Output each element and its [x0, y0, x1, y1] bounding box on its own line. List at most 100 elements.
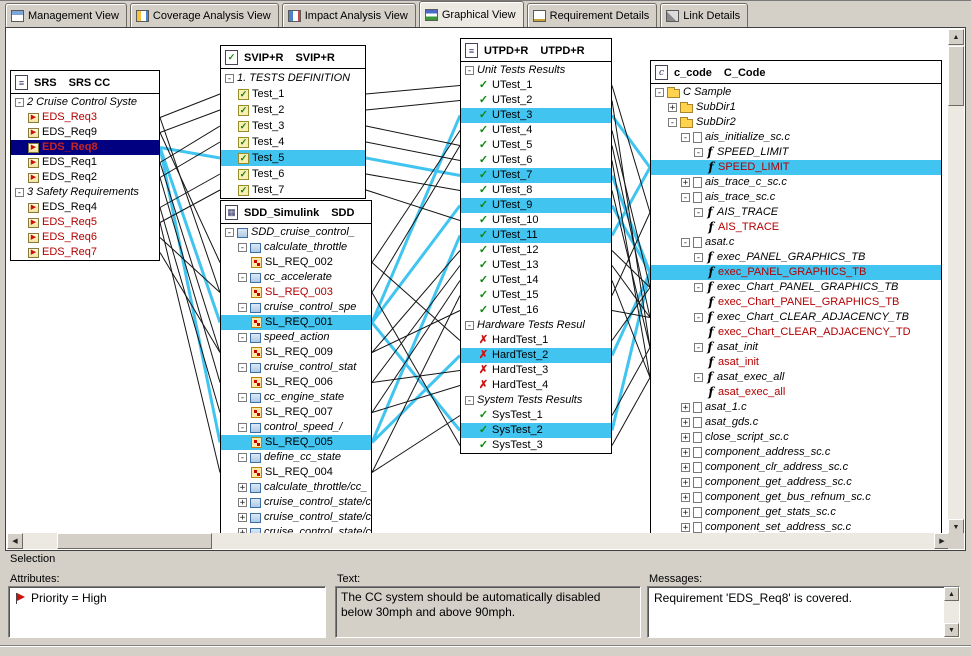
scroll-up-button[interactable]: ▲	[948, 29, 964, 45]
collapse-icon[interactable]: -	[225, 228, 234, 238]
tree-item[interactable]: +cruise_control_state/c	[221, 495, 371, 510]
tree-item[interactable]: ✓UTest_6	[461, 153, 611, 168]
tree-item[interactable]: ✓Test_4	[221, 134, 365, 150]
scroll-up-button[interactable]: ▲	[944, 587, 959, 601]
expand-icon[interactable]: +	[681, 178, 690, 188]
tree-item[interactable]: +ais_trace_c_sc.c	[651, 175, 941, 190]
collapse-icon[interactable]: -	[238, 273, 247, 283]
tree-item[interactable]: -ais_trace_sc.c	[651, 190, 941, 205]
collapse-icon[interactable]: -	[694, 373, 703, 383]
expand-icon[interactable]: +	[238, 513, 247, 523]
collapse-icon[interactable]: -	[694, 343, 703, 353]
tree-item[interactable]: ✓Test_7	[221, 182, 365, 198]
tree-item[interactable]: ▶EDS_Req2	[11, 170, 159, 185]
panel-sdd-header[interactable]: SDD_Simulink SDD	[221, 201, 371, 224]
collapse-icon[interactable]: -	[694, 283, 703, 293]
tree-item[interactable]: -cruise_control_stat	[221, 360, 371, 375]
panel-svip-header[interactable]: SVIP+R SVIP+R	[221, 46, 365, 69]
tree-item[interactable]: -SubDir2	[651, 115, 941, 130]
tree-item[interactable]: ✓Test_6	[221, 166, 365, 182]
collapse-icon[interactable]: -	[465, 321, 474, 331]
collapse-icon[interactable]: -	[15, 98, 24, 108]
tree-item[interactable]: ✓UTest_12	[461, 243, 611, 258]
tree-item[interactable]: ▶EDS_Req6	[11, 230, 159, 245]
tree-item[interactable]: SL_REQ_007	[221, 405, 371, 420]
tree-item[interactable]: ✓Test_3	[221, 118, 365, 134]
tree-item[interactable]: -cc_engine_state	[221, 390, 371, 405]
tree-item[interactable]: ▶EDS_Req7	[11, 245, 159, 260]
tree-item[interactable]: SL_REQ_004	[221, 465, 371, 480]
tree-item[interactable]: SL_REQ_001	[221, 315, 371, 330]
expand-icon[interactable]: +	[681, 523, 690, 533]
tree-item[interactable]: -cc_accelerate	[221, 270, 371, 285]
tree-item[interactable]: +component_get_bus_refnum_sc.c	[651, 490, 941, 505]
tab-impact-analysis-view[interactable]: Impact Analysis View	[281, 3, 416, 27]
tree-item[interactable]: +asat_gds.c	[651, 415, 941, 430]
collapse-icon[interactable]: -	[238, 453, 247, 463]
tree-item[interactable]: ✓UTest_2	[461, 93, 611, 108]
collapse-icon[interactable]: -	[694, 148, 703, 158]
collapse-icon[interactable]: -	[238, 423, 247, 433]
vertical-scroll-thumb[interactable]	[948, 46, 964, 106]
tree-item[interactable]: +component_get_stats_sc.c	[651, 505, 941, 520]
tree-item[interactable]: ▶EDS_Req4	[11, 200, 159, 215]
collapse-icon[interactable]: -	[655, 88, 664, 98]
tree-item[interactable]: ✓UTest_16	[461, 303, 611, 318]
tab-requirement-details[interactable]: Requirement Details	[526, 3, 658, 27]
tree-item[interactable]: -speed_action	[221, 330, 371, 345]
scroll-left-button[interactable]: ◀	[7, 533, 23, 549]
tree-item[interactable]: +calculate_throttle/cc_	[221, 480, 371, 495]
expand-icon[interactable]: +	[238, 498, 247, 508]
tree-item[interactable]: ✓UTest_4	[461, 123, 611, 138]
messages-scrollbar[interactable]: ▲ ▼	[944, 587, 959, 637]
collapse-icon[interactable]: -	[238, 243, 247, 253]
tree-item[interactable]: +component_clr_address_sc.c	[651, 460, 941, 475]
tree-item[interactable]: ✓Test_2	[221, 102, 365, 118]
collapse-icon[interactable]: -	[238, 303, 247, 313]
tree-item[interactable]: +close_script_sc.c	[651, 430, 941, 445]
tree-item[interactable]: SL_REQ_002	[221, 255, 371, 270]
expand-icon[interactable]: +	[238, 483, 247, 493]
expand-icon[interactable]: +	[681, 493, 690, 503]
tree-item[interactable]: -3 Safety Requirements	[11, 185, 159, 200]
tree-item[interactable]: ▶EDS_Req1	[11, 155, 159, 170]
collapse-icon[interactable]: -	[465, 66, 474, 76]
panel-utpd-header[interactable]: UTPD+R UTPD+R	[461, 39, 611, 62]
tab-graphical-view[interactable]: Graphical View	[418, 1, 524, 27]
tree-item[interactable]: ✗HardTest_3	[461, 363, 611, 378]
tree-item[interactable]: ✓UTest_13	[461, 258, 611, 273]
attribute-item[interactable]: Priority = High	[9, 587, 325, 609]
tree-item[interactable]: ✓UTest_10	[461, 213, 611, 228]
tree-item[interactable]: SL_REQ_003	[221, 285, 371, 300]
tree-item[interactable]: ✓UTest_14	[461, 273, 611, 288]
collapse-icon[interactable]: -	[465, 396, 474, 406]
tree-item[interactable]: ✓UTest_8	[461, 183, 611, 198]
tree-item[interactable]: +component_get_address_sc.c	[651, 475, 941, 490]
tree-item[interactable]: -C Sample	[651, 85, 941, 100]
tree-item[interactable]: ✓UTest_15	[461, 288, 611, 303]
expand-icon[interactable]: +	[681, 433, 690, 443]
tree-item[interactable]: +cruise_control_state/c	[221, 525, 371, 533]
collapse-icon[interactable]: -	[681, 133, 690, 143]
tree-item[interactable]: ✓UTest_11	[461, 228, 611, 243]
tree-item[interactable]: ▶EDS_Req5	[11, 215, 159, 230]
tree-item[interactable]: +cruise_control_state/c	[221, 510, 371, 525]
scroll-down-button[interactable]: ▼	[944, 623, 959, 637]
tree-item[interactable]: ▶EDS_Req8	[11, 140, 159, 155]
tab-management-view[interactable]: Management View	[5, 3, 127, 27]
tree-item[interactable]: ✓Test_5	[221, 150, 365, 166]
tree-item[interactable]: ✓UTest_9	[461, 198, 611, 213]
tree-item[interactable]: ✓UTest_7	[461, 168, 611, 183]
collapse-icon[interactable]: -	[225, 73, 234, 84]
tree-item[interactable]: ✓SysTest_1	[461, 408, 611, 423]
tree-item[interactable]: -SDD_cruise_control_	[221, 225, 371, 240]
